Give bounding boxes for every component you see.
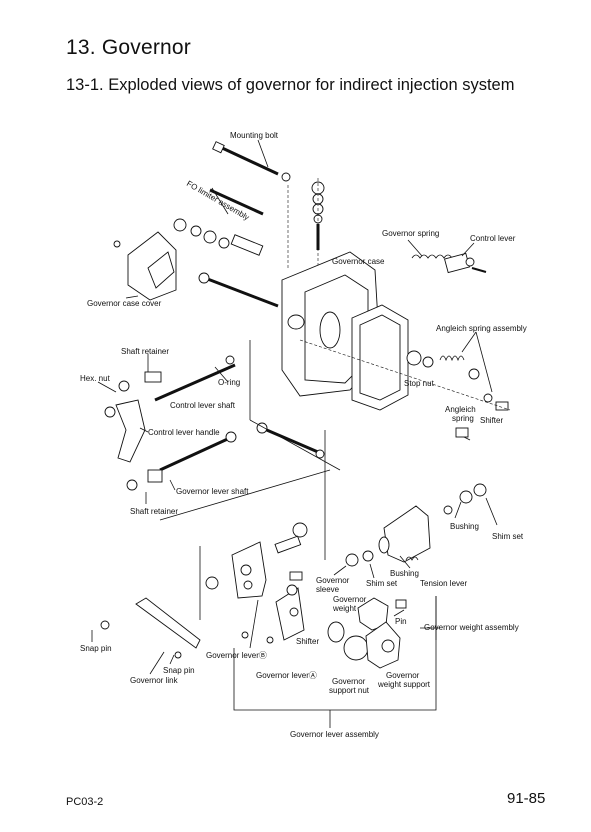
label-governor-sleeve-2: sleeve — [316, 585, 340, 594]
label-angleich-spring-1: Angleich — [445, 405, 476, 414]
footer-code: PC03-2 — [66, 796, 104, 808]
control-lever-handle-part — [104, 399, 146, 463]
governor-lever-shaft-part — [126, 431, 237, 491]
label-o-ring: O-ring — [218, 378, 240, 387]
label-mounting-bolt: Mounting bolt — [230, 131, 279, 140]
tension-lever-bushing-part — [292, 483, 487, 563]
label-governor-lever-a: Governor leverⒶ — [256, 671, 317, 680]
label-governor-case-cover: Governor case cover — [87, 299, 162, 308]
subsection-title: 13-1. Exploded views of governor for ind… — [66, 76, 515, 94]
label-governor-support-nut-1: Governor — [332, 677, 366, 686]
label-governor-weight-assembly: Governor weight assembly — [424, 623, 519, 632]
label-tension-lever: Tension lever — [420, 579, 467, 588]
label-shifter-top: Shifter — [480, 416, 503, 425]
label-control-lever-shaft: Control lever shaft — [170, 401, 236, 410]
gasket — [351, 304, 409, 411]
label-governor-weight-support-1: Governor — [386, 671, 420, 680]
label-shifter-bottom: Shifter — [296, 637, 319, 646]
label-stop-nut: Stop nut — [404, 379, 435, 388]
label-control-lever: Control lever — [470, 234, 516, 243]
label-shim-set-mid: Shim set — [366, 579, 398, 588]
label-governor-weight-1: Governor — [333, 595, 367, 604]
label-shaft-retainer-top: Shaft retainer — [121, 347, 169, 356]
label-angleich-spring-assembly: Angleich spring assembly — [436, 324, 527, 333]
label-bushing-top: Bushing — [450, 522, 479, 531]
label-shim-set-top: Shim set — [492, 532, 524, 541]
label-bushing-mid: Bushing — [390, 569, 419, 578]
label-snap-pin-left: Snap pin — [80, 644, 112, 653]
label-governor-weight-support-2: weight support — [377, 680, 431, 689]
mounting-bolt-part — [212, 141, 291, 182]
governor-case-cover — [113, 231, 177, 301]
label-angleich-spring-2: spring — [452, 414, 474, 423]
fo-limiter-part — [173, 188, 264, 256]
governor-link-part — [100, 597, 201, 659]
label-governor-support-nut-2: support nut — [329, 686, 370, 695]
label-snap-pin-bottom: Snap pin — [163, 666, 195, 675]
control-lever-shaft-part — [118, 355, 236, 402]
governor-sleeve-part — [274, 535, 374, 567]
governor-spring — [411, 254, 453, 259]
label-governor-weight-2: weight — [332, 604, 357, 613]
label-governor-lever-shaft: Governor lever shaft — [176, 487, 249, 496]
section-title: 13. Governor — [66, 36, 191, 59]
label-governor-spring: Governor spring — [382, 229, 439, 238]
label-governor-lever-assembly: Governor lever assembly — [290, 730, 379, 739]
label-control-lever-handle: Control lever handle — [148, 428, 220, 437]
angleich-spring-assembly-part — [406, 350, 509, 411]
label-governor-case: Governor case — [332, 257, 385, 266]
control-lever-part — [444, 252, 487, 274]
label-fo-limiter: FO limiter assembly — [185, 179, 251, 222]
label-shaft-retainer-bottom: Shaft retainer — [130, 507, 178, 516]
label-governor-sleeve-1: Governor — [316, 576, 350, 585]
governor-weight-support-part — [241, 621, 401, 669]
label-governor-lever-b: Governor leverⒷ — [206, 651, 267, 660]
label-hex-nut: Hex. nut — [80, 374, 111, 383]
label-governor-link: Governor link — [130, 676, 179, 685]
governor-lever-b-part — [205, 541, 267, 599]
label-pin: Pin — [395, 617, 407, 626]
governor-weight-part — [357, 597, 407, 631]
page-number: 91-85 — [507, 790, 546, 807]
governor-lever-a-part — [275, 571, 305, 641]
